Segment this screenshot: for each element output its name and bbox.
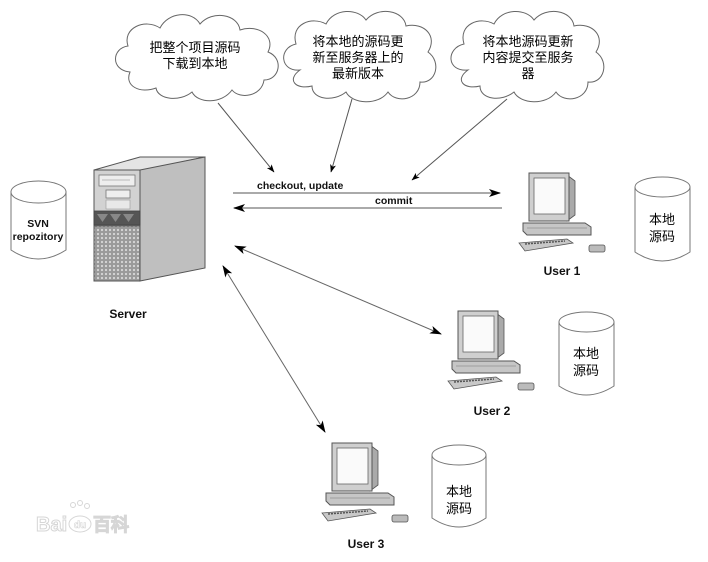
cloud-commit-line-3: 器 bbox=[521, 67, 534, 82]
user3-local-source-cylinder: 本地 源码 bbox=[431, 444, 487, 528]
cloud-commit-line-2: 内容提交至服务 bbox=[482, 50, 573, 66]
watermark-text-right: 百科 bbox=[93, 514, 129, 535]
computer-icon bbox=[447, 310, 535, 391]
user2-local-source-cylinder: 本地 源码 bbox=[558, 311, 615, 396]
user3-local-line-1: 本地 bbox=[446, 485, 472, 500]
computer-icon bbox=[518, 172, 606, 253]
user2-local-line-2: 源码 bbox=[573, 364, 599, 379]
cloud-checkout-line-2: 下载到本地 bbox=[162, 57, 227, 72]
user1-local-source-cylinder: 本地 源码 bbox=[634, 176, 691, 262]
cloud-update-note: 将本地的源码更 新至服务器上的 最新版本 bbox=[283, 11, 437, 103]
user1-label: User 1 bbox=[544, 264, 581, 278]
watermark-paw-text: du bbox=[74, 520, 86, 531]
user3-workstation: User 3 bbox=[321, 442, 409, 551]
sync-arrow-user3 bbox=[222, 265, 326, 433]
user3-label: User 3 bbox=[348, 537, 385, 551]
checkout-update-label: checkout, update bbox=[257, 180, 344, 192]
cloud-update-line-1: 将本地的源码更 bbox=[312, 34, 403, 50]
cloud-update-line-3: 最新版本 bbox=[332, 66, 384, 82]
pointer-line-update bbox=[330, 98, 353, 173]
user2-label: User 2 bbox=[474, 404, 511, 418]
paw-icon bbox=[68, 500, 92, 533]
cloud-checkout-line-1: 把整个项目源码 bbox=[149, 41, 240, 56]
baidu-watermark: Bai du 百科 bbox=[36, 500, 130, 537]
cloud-commit-note: 将本地源码更新 内容提交至服务 器 bbox=[450, 11, 605, 103]
user2-local-line-1: 本地 bbox=[573, 347, 599, 362]
repository-label-line-2: repozitory bbox=[13, 231, 64, 243]
user3-local-line-2: 源码 bbox=[446, 502, 472, 517]
user1-workstation: User 1 bbox=[518, 172, 606, 278]
repository-label-line-1: SVN bbox=[27, 218, 49, 230]
user1-local-line-2: 源码 bbox=[649, 230, 675, 245]
pointer-line-checkout bbox=[217, 102, 275, 173]
sync-arrow-user2 bbox=[234, 245, 442, 335]
cloud-commit-line-1: 将本地源码更新 bbox=[482, 34, 573, 50]
cloud-checkout-note: 把整个项目源码 下载到本地 bbox=[115, 14, 279, 102]
svn-repository-cylinder: SVN repozitory bbox=[10, 180, 67, 260]
commit-label: commit bbox=[375, 195, 413, 207]
watermark-text-left: Bai bbox=[36, 514, 67, 536]
computer-icon bbox=[321, 442, 409, 523]
cloud-update-line-2: 新至服务器上的 bbox=[312, 50, 403, 66]
user2-workstation: User 2 bbox=[447, 310, 535, 418]
server-label: Server bbox=[109, 307, 147, 321]
server-tower-icon bbox=[93, 156, 206, 282]
pointer-line-commit bbox=[411, 98, 508, 181]
user1-local-line-1: 本地 bbox=[649, 213, 675, 228]
